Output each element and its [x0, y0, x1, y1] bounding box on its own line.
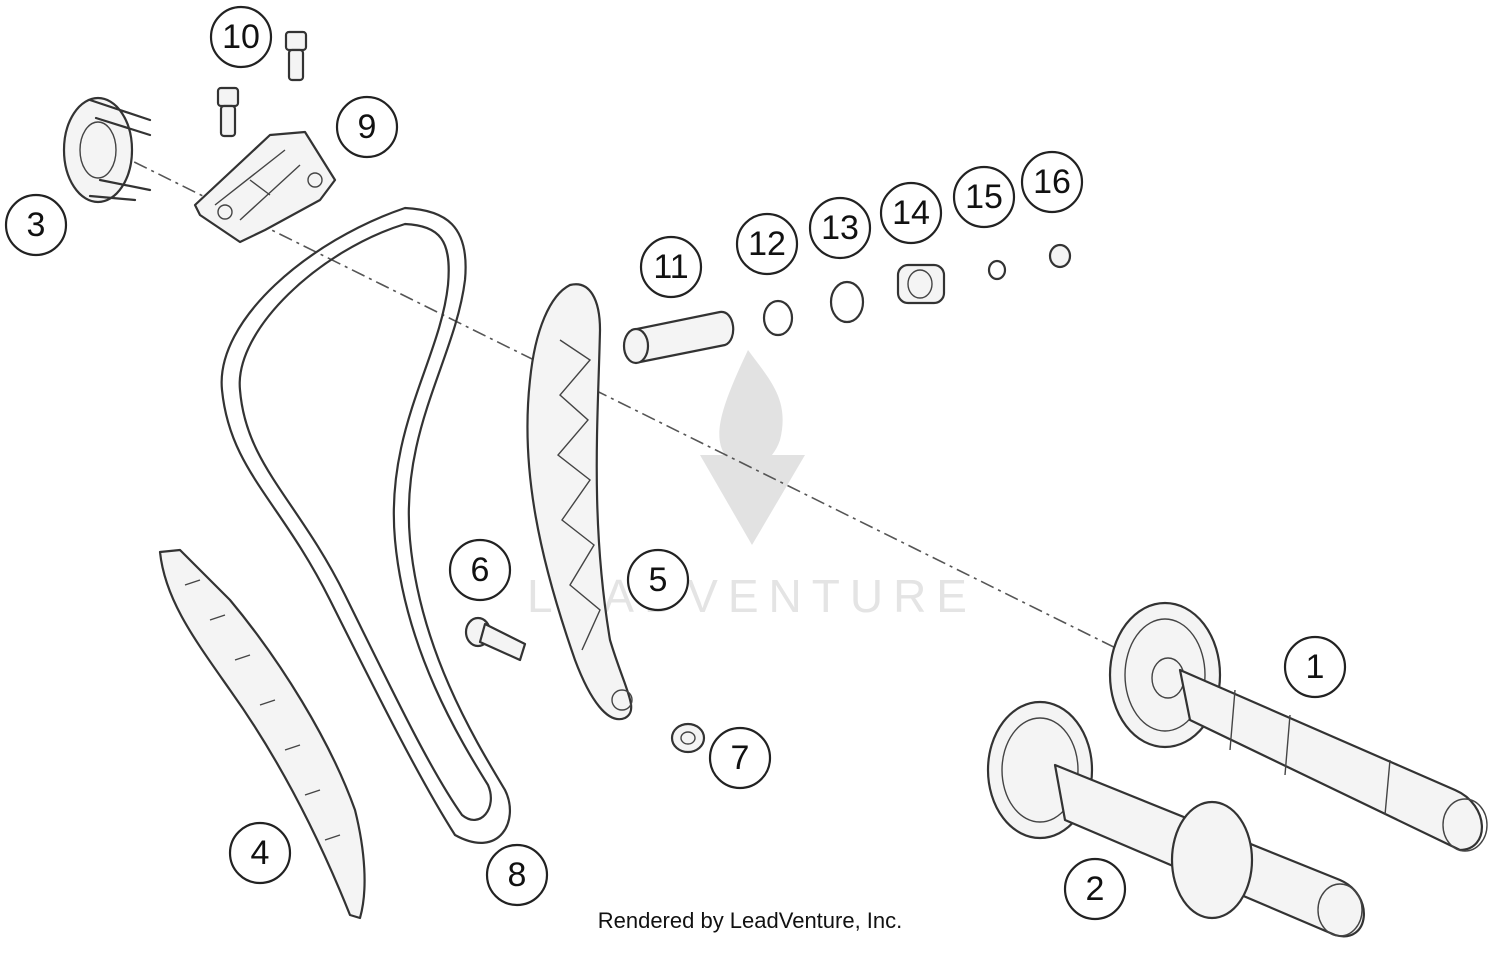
callout-16: 16: [1020, 150, 1084, 214]
watermark-v-icon: [700, 455, 805, 545]
svg-text:7: 7: [731, 739, 750, 777]
svg-text:4: 4: [251, 834, 270, 872]
svg-text:6: 6: [471, 551, 490, 589]
callout-2: 2: [1063, 857, 1127, 921]
callout-3: 3: [4, 193, 68, 257]
watermark-flame-icon: [719, 350, 783, 467]
svg-text:13: 13: [821, 209, 859, 247]
callout-15: 15: [952, 165, 1016, 229]
svg-text:9: 9: [358, 108, 377, 146]
svg-text:16: 16: [1033, 163, 1071, 201]
part-9-bearing-bridge: [193, 130, 337, 244]
parts-12-16-seals-plugs: [762, 243, 1072, 337]
assembly-axis: [109, 149, 1151, 666]
part-7-washer: [670, 722, 706, 754]
svg-text:11: 11: [653, 248, 688, 286]
callout-9: 9: [335, 95, 399, 159]
svg-text:15: 15: [965, 178, 1003, 216]
render-credit: Rendered by LeadVenture, Inc.: [597, 908, 903, 933]
svg-text:14: 14: [892, 194, 930, 232]
part-8-timing-chain: [220, 206, 511, 844]
callout-10: 10: [209, 5, 273, 69]
svg-text:1: 1: [1306, 648, 1325, 686]
callout-7: 7: [708, 726, 772, 790]
callout-4: 4: [228, 821, 292, 885]
part-4-guide-rail: [158, 548, 366, 920]
svg-text:10: 10: [222, 18, 260, 56]
svg-text:2: 2: [1086, 870, 1105, 908]
part-5-tensioner-rail: [526, 283, 633, 721]
svg-text:12: 12: [748, 225, 786, 263]
callout-12: 12: [735, 212, 799, 276]
svg-text:3: 3: [27, 206, 46, 244]
callout-5: 5: [626, 548, 690, 612]
callout-13: 13: [808, 196, 872, 260]
part-1-camshaft: [1108, 601, 1488, 852]
part-10-bolts: [216, 30, 308, 138]
part-2-camshaft: [986, 700, 1365, 938]
svg-text:5: 5: [649, 561, 668, 599]
part-3-sensor-wheel: [62, 96, 152, 204]
callout-6: 6: [448, 538, 512, 602]
part-11-tensioner: [622, 310, 735, 365]
callout-11: 11: [639, 235, 703, 299]
callout-14: 14: [879, 181, 943, 245]
svg-text:8: 8: [508, 856, 527, 894]
callout-8: 8: [485, 843, 549, 907]
callout-1: 1: [1283, 635, 1347, 699]
part-6-bolt: [464, 616, 527, 662]
